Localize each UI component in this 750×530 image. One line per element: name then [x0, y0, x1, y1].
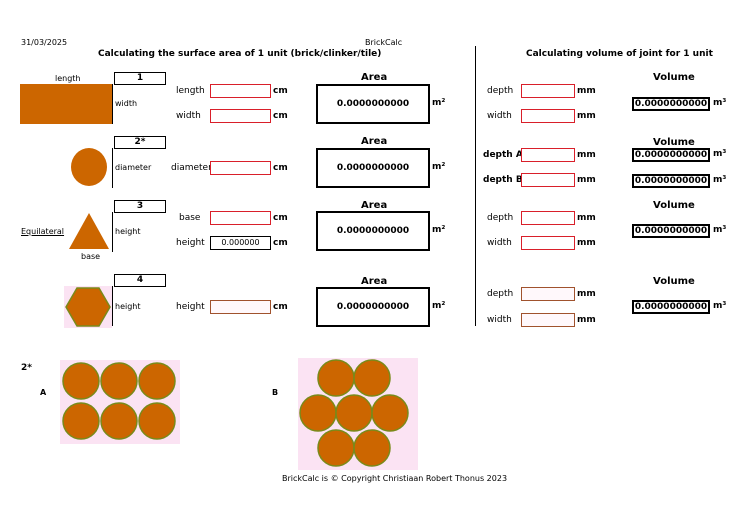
row3-height-unit: cm	[273, 238, 288, 248]
row3-side-line	[112, 212, 113, 252]
row1-depth-input[interactable]	[521, 84, 575, 98]
row4-joint-width-unit: mm	[577, 315, 596, 325]
brick-rectangle-shape	[20, 84, 113, 124]
row1-joint-width-unit: mm	[577, 111, 596, 121]
row2-volume-a-value: 0.0000000000	[632, 148, 710, 162]
row4-depth-unit: mm	[577, 289, 596, 299]
row4-area-unit: m²	[432, 301, 446, 311]
row2-depth-a-unit: mm	[577, 150, 596, 160]
row2-diameter-unit: cm	[273, 163, 288, 173]
date-text: 31/03/2025	[21, 38, 68, 47]
pattern-b-label: B	[272, 388, 279, 397]
row1-length-unit: cm	[273, 86, 288, 96]
row2-volume-b-unit: m³	[713, 175, 727, 185]
row1-side-line	[112, 84, 113, 124]
rect-length-label: length	[55, 74, 81, 83]
row3-joint-width-input[interactable]	[521, 236, 575, 250]
row4-number-box: 4	[114, 274, 166, 287]
row3-depth-label: depth	[487, 213, 514, 223]
row2-area-unit: m²	[432, 162, 446, 172]
row2-depth-b-input[interactable]	[521, 173, 575, 187]
copyright-footer: BrickCalc is © Copyright Christiaan Robe…	[282, 474, 508, 483]
row3-height-input[interactable]: 0.000000	[210, 236, 271, 250]
row1-width-unit: cm	[273, 111, 288, 121]
pattern-note: 2*	[21, 363, 32, 373]
row2-depth-b-unit: mm	[577, 175, 596, 185]
row3-base-input[interactable]	[210, 211, 271, 225]
row3-depth-unit: mm	[577, 213, 596, 223]
row2-volume-title: Volume	[653, 137, 695, 148]
pattern-b-hex-grid	[298, 358, 418, 470]
row1-area-value: 0.0000000000	[316, 84, 430, 124]
row3-base-unit: cm	[273, 213, 288, 223]
row4-volume-value: 0.0000000000	[632, 300, 710, 314]
circle-shape	[71, 148, 107, 186]
row4-side-line	[112, 286, 113, 326]
row2-area-title: Area	[361, 136, 388, 147]
row1-volume-title: Volume	[653, 72, 695, 83]
row1-number-box: 1	[114, 72, 166, 85]
pattern-a-label: A	[40, 388, 47, 397]
row3-joint-width-unit: mm	[577, 238, 596, 248]
row3-height-label: height	[176, 238, 205, 248]
row2-depth-a-input[interactable]	[521, 148, 575, 162]
row2-volume-b-value: 0.0000000000	[632, 174, 710, 188]
row4-depth-label: depth	[487, 289, 514, 299]
row2-number-box: 2*	[114, 136, 166, 149]
row1-joint-width-label: width	[487, 111, 512, 121]
row2-area-value: 0.0000000000	[316, 148, 430, 188]
row1-area-unit: m²	[432, 98, 446, 108]
row1-width-label: width	[176, 111, 201, 121]
row3-area-value: 0.0000000000	[316, 211, 430, 251]
row4-volume-unit: m³	[713, 301, 727, 311]
row1-area-title: Area	[361, 72, 388, 83]
row4-depth-input[interactable]	[521, 287, 575, 301]
row1-length-input[interactable]	[210, 84, 271, 98]
row3-volume-unit: m³	[713, 225, 727, 235]
row1-volume-unit: m³	[713, 98, 727, 108]
row2-depth-a-label: depth A	[483, 150, 523, 160]
row3-joint-width-label: width	[487, 238, 512, 248]
hexagon-height-label: height	[115, 302, 141, 311]
section-divider	[475, 46, 476, 326]
row4-height-label: height	[176, 302, 205, 312]
rect-width-label: width	[115, 99, 138, 108]
circle-diameter-label: diameter	[115, 163, 152, 172]
row1-width-input[interactable]	[210, 109, 271, 123]
row1-depth-label: depth	[487, 86, 514, 96]
triangle-height-label: height	[115, 227, 141, 236]
triangle-base-label: base	[81, 252, 101, 261]
row3-area-title: Area	[361, 200, 388, 211]
hexagon-shape	[64, 286, 112, 328]
row2-diameter-input[interactable]	[210, 161, 271, 175]
row4-joint-width-input[interactable]	[521, 313, 575, 327]
row4-joint-width-label: width	[487, 315, 512, 325]
row4-area-title: Area	[361, 276, 388, 287]
row1-depth-unit: mm	[577, 86, 596, 96]
row3-volume-value: 0.0000000000	[632, 224, 710, 238]
triangle-shape	[69, 213, 109, 249]
row2-side-line	[112, 148, 113, 188]
row3-base-label: base	[179, 213, 201, 223]
equilateral-label: Equilateral	[21, 227, 65, 236]
row3-depth-input[interactable]	[521, 211, 575, 225]
pattern-a-square-grid	[60, 360, 180, 444]
joint-volume-title: Calculating volume of joint for 1 unit	[526, 49, 713, 59]
row3-number-box: 3	[114, 200, 166, 213]
row2-diameter-label: diameter	[171, 163, 212, 173]
row3-area-unit: m²	[432, 225, 446, 235]
app-name: BrickCalc	[365, 38, 403, 47]
row2-volume-a-unit: m³	[713, 149, 727, 159]
row2-depth-b-label: depth B	[483, 175, 523, 185]
row1-length-label: length	[176, 86, 205, 96]
row4-height-unit: cm	[273, 302, 288, 312]
row4-area-value: 0.0000000000	[316, 287, 430, 327]
surface-area-title: Calculating the surface area of 1 unit (…	[98, 49, 382, 59]
row1-joint-width-input[interactable]	[521, 109, 575, 123]
row4-volume-title: Volume	[653, 276, 695, 287]
row4-height-input[interactable]	[210, 300, 271, 314]
row3-volume-title: Volume	[653, 200, 695, 211]
row1-volume-value: 0.0000000000	[632, 97, 710, 111]
